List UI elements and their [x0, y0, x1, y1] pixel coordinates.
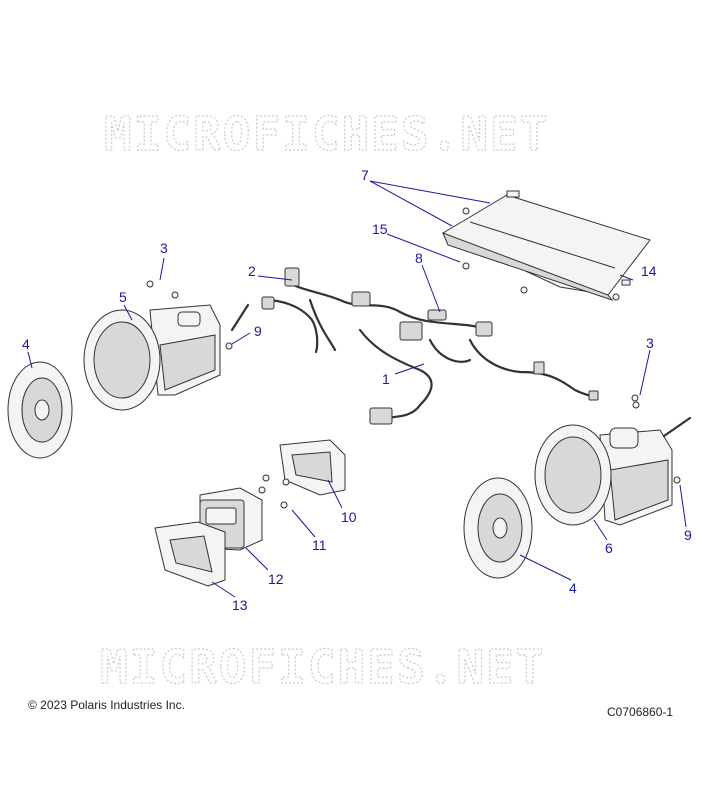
screw-icon	[262, 474, 270, 482]
screw-icon	[462, 207, 470, 215]
speaker-enclosure-right-part-6	[534, 416, 692, 526]
screw-icon	[632, 401, 640, 409]
speaker-left-part-4	[7, 361, 73, 459]
screw-icon	[673, 476, 681, 484]
leader-lines	[27, 180, 687, 598]
callout-12: 12	[268, 571, 284, 587]
screw-icon	[462, 262, 470, 270]
screw-icon	[280, 501, 288, 509]
callout-4-left: 4	[22, 336, 30, 352]
screw-icon	[258, 486, 266, 494]
screw-icon	[171, 291, 179, 299]
callout-6: 6	[605, 540, 613, 556]
watermark-top: MICROFICHES.NET	[104, 107, 549, 161]
callout-2: 2	[248, 263, 256, 279]
callout-11: 11	[312, 537, 327, 553]
wiring-harness-part-1	[286, 280, 599, 425]
cover-panel-part-7	[441, 190, 651, 302]
callout-13: 13	[232, 597, 248, 613]
callout-10: 10	[341, 509, 357, 525]
callout-9-right: 9	[684, 527, 692, 543]
speaker-right-part-4	[463, 477, 533, 579]
harness-part-2	[230, 267, 319, 354]
screw-icon	[520, 286, 528, 294]
callout-5: 5	[119, 289, 127, 305]
bezel-part-13	[154, 521, 226, 587]
speaker-enclosure-left-part-5	[83, 304, 221, 411]
callout-15: 15	[372, 221, 388, 237]
screw-icon	[146, 280, 154, 288]
screw-icon	[282, 478, 290, 486]
screw-icon	[631, 394, 639, 402]
callout-9-left: 9	[254, 323, 262, 339]
screw-icon	[225, 342, 233, 350]
callout-7: 7	[361, 167, 369, 183]
watermark-bottom: MICROFICHES.NET	[100, 640, 545, 694]
copyright-text: © 2023 Polaris Industries Inc.	[28, 698, 185, 712]
callout-4-right: 4	[569, 580, 577, 596]
mounting-bracket-part-10	[279, 439, 346, 496]
screw-icon	[612, 293, 620, 301]
callout-3-left: 3	[160, 240, 168, 256]
callout-8: 8	[415, 250, 423, 266]
callout-14: 14	[641, 263, 657, 279]
drawing-number: C0706860-1	[607, 705, 673, 719]
callout-1: 1	[382, 371, 390, 387]
clip-part-14	[621, 279, 631, 286]
callout-3-right: 3	[646, 335, 654, 351]
